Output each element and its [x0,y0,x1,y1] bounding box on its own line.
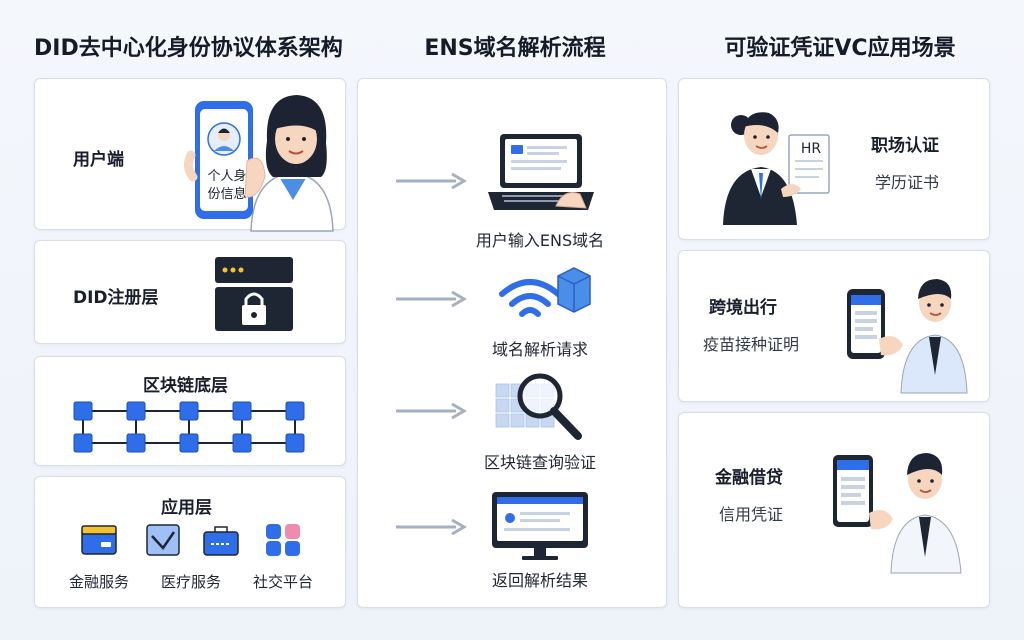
did-register-label: DID注册层 [73,288,159,308]
briefcase-icon [203,526,239,556]
vc-case-lending-panel: 金融借贷 信用凭证 [678,412,990,608]
application-layer-panel: 应用层 金融服务 医疗服务 社交平台 [34,476,346,608]
vc-case-workplace-title: 职场认证 [871,136,939,156]
phone-text-line2: 份信息 [207,187,247,202]
wifi-cube-icon [499,267,591,317]
hr-document-label: HR [800,141,822,157]
arrow-step-2 [396,290,467,308]
laptop-icon [488,134,594,210]
step-4-label: 返回解析结果 [491,571,588,590]
vc-case-lending-sub: 信用凭证 [719,505,784,524]
man-with-phone-illustration [847,279,968,394]
arrow-step-1 [396,172,467,190]
man-with-tablet-illustration [833,453,962,574]
step-2-label: 域名解析请求 [491,340,588,359]
vc-case-lending-title: 金融借贷 [715,468,783,488]
finance-card-icon [81,525,117,555]
app-item-label-social: 社交平台 [252,573,313,591]
middle-column-title: ENS域名解析流程 [424,36,606,61]
user-layer-panel: 用户端 个人身 份信息 [34,78,346,232]
vc-case-travel-title: 跨境出行 [709,298,777,318]
phone-text-line1: 个人身 [207,169,247,184]
did-register-panel: DID注册层 [34,240,346,344]
blockchain-layer-panel: 区块链底层 [34,356,346,466]
right-column-title: 可验证凭证VC应用场景 [724,36,956,61]
social-grid-icon [266,524,300,556]
application-layer-label: 应用层 [161,498,212,518]
vc-case-travel-sub: 疫苗接种证明 [703,335,800,354]
woman-with-phone-illustration [183,95,334,232]
app-item-label-medical: 医疗服务 [160,573,221,591]
server-lock-icon [215,257,293,331]
step-3-label: 区块链查询验证 [483,453,596,472]
vc-case-workplace-sub: 学历证书 [875,173,940,192]
businesswoman-hr-illustration [723,112,830,225]
app-item-label-finance: 金融服务 [68,573,129,591]
medical-shield-icon [146,524,180,556]
user-layer-label: 用户端 [73,150,124,170]
vc-case-travel-panel: 跨境出行 疫苗接种证明 [678,250,990,402]
left-column-title: DID去中心化身份协议体系架构 [34,36,343,61]
magnifier-grid-icon [495,373,582,440]
step-1-label: 用户输入ENS域名 [475,231,605,250]
arrow-step-4 [396,518,467,536]
blockchain-layer-label: 区块链底层 [143,376,228,396]
arrow-step-3 [396,402,467,420]
blockchain-network-icon [73,401,305,453]
vc-case-workplace-panel: HR 职场认证 学历证书 [678,78,990,240]
monitor-icon [492,492,588,560]
